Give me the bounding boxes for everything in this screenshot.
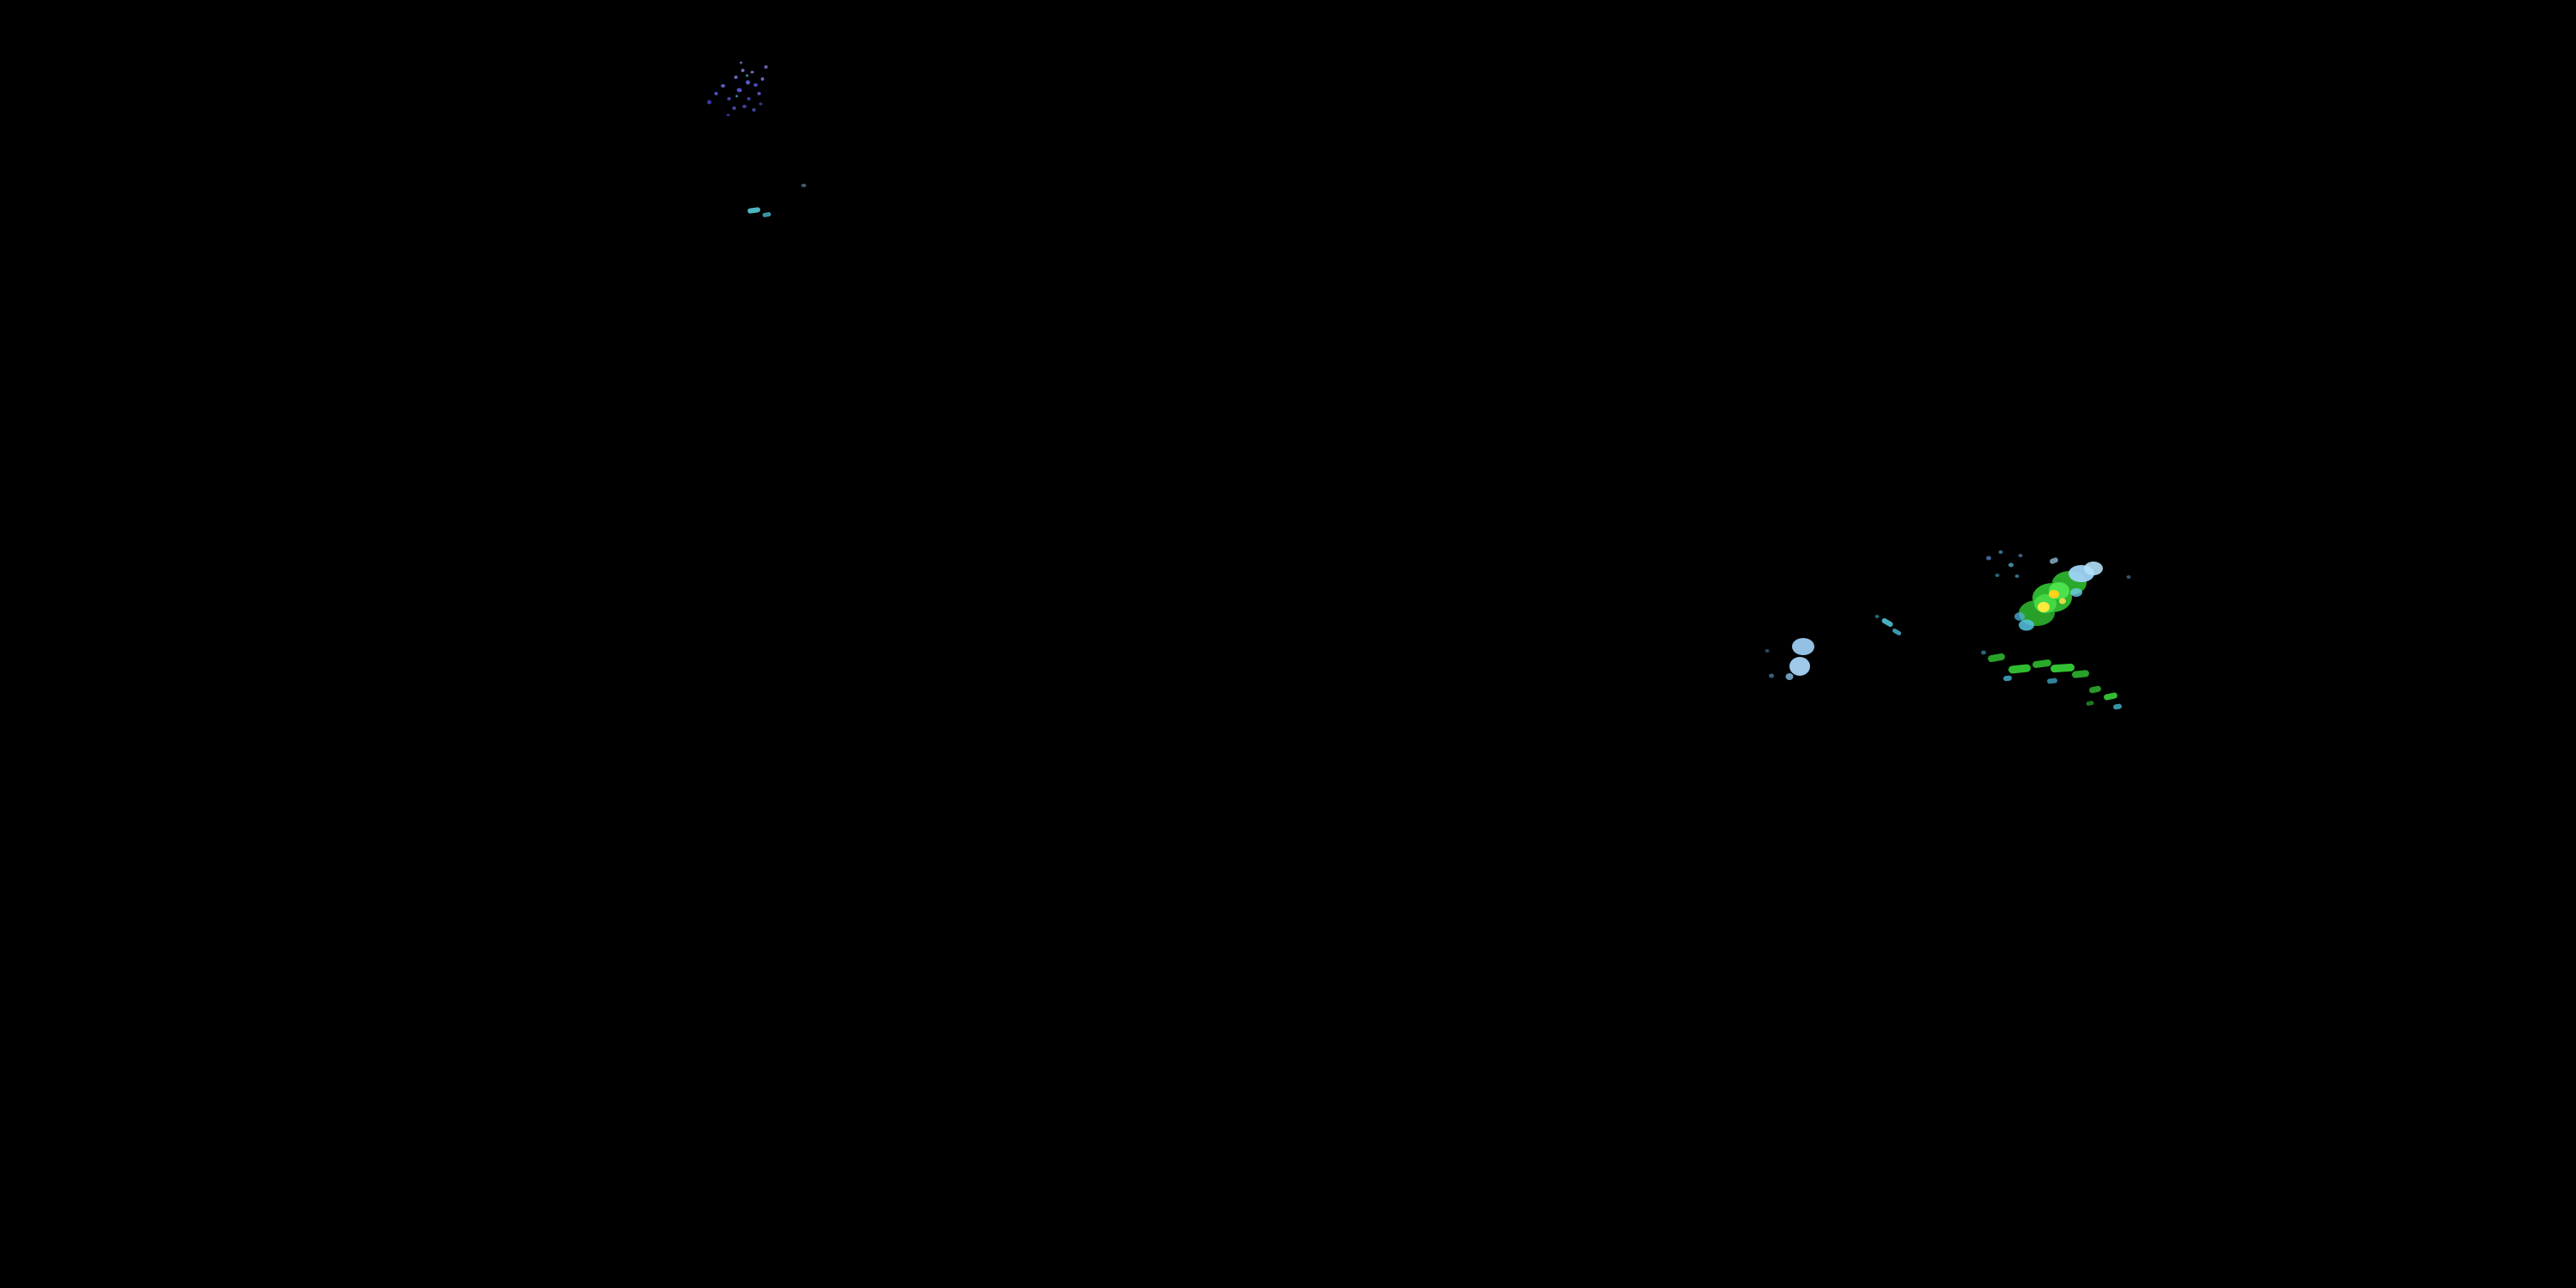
radar-cell [757, 92, 761, 95]
radar-cell [732, 106, 736, 110]
radar-cell [2104, 692, 2117, 701]
radar-cell [1881, 618, 1893, 627]
radar-cell [1769, 673, 1774, 678]
radar-cell [2018, 554, 2023, 557]
radar-cell [2014, 574, 2020, 578]
radar-cell [742, 105, 747, 108]
radar-cell [1874, 615, 1880, 618]
radar-cell [759, 102, 762, 106]
radar-cell [714, 92, 718, 95]
radar-cell [2049, 590, 2059, 598]
radar-cell [2014, 612, 2025, 621]
radar-cell [753, 83, 758, 87]
blue-cell-pair [1765, 638, 1814, 680]
radar-cell [739, 61, 743, 64]
radar-cell [2050, 663, 2075, 673]
radar-cell [750, 70, 754, 74]
radar-cell [2084, 562, 2103, 575]
radar-cell [2008, 664, 2031, 674]
radar-cell [1789, 657, 1810, 676]
radar-cell [2070, 588, 2082, 597]
radar-cell [745, 74, 749, 77]
radar-cell [752, 108, 756, 112]
radar-cell [737, 88, 742, 93]
radar-cell [734, 76, 738, 79]
radar-cell [1998, 550, 2003, 554]
main-storm-cell [1986, 550, 2131, 631]
radar-cell [2032, 659, 2051, 668]
radar-cell [2038, 602, 2050, 612]
radar-cell [1981, 650, 1986, 655]
radar-cell [747, 97, 750, 100]
radar-cell [2008, 562, 2014, 568]
radar-cell [726, 113, 730, 117]
radar-cell [745, 80, 750, 85]
radar-cell [801, 184, 806, 187]
radar-cell [764, 65, 768, 69]
radar-cell [727, 97, 731, 100]
radar-cell [2003, 675, 2012, 682]
radar-cell [1988, 653, 2005, 663]
radar-cell [1995, 574, 2000, 577]
radar-cell [2047, 677, 2057, 684]
radar-cell [720, 84, 726, 88]
radar-cell [2072, 670, 2089, 678]
radar-cell [762, 212, 771, 217]
radar-cell [2019, 619, 2034, 631]
radar-cell [707, 100, 712, 105]
radar-cell [2086, 701, 2094, 706]
cyan-dash-west [747, 184, 806, 217]
radar-cell [2059, 598, 2066, 605]
radar-cell [735, 94, 738, 98]
radar-cell [1765, 649, 1770, 653]
radar-cell [2089, 685, 2101, 694]
radar-cell [2126, 575, 2131, 579]
radar-cell [1785, 673, 1794, 680]
speckle-cluster-northwest [707, 61, 768, 117]
radar-cell [761, 77, 764, 81]
scattered-cells-south [1981, 650, 2122, 710]
radar-cell [1892, 629, 1902, 635]
radar-cell [1986, 556, 1991, 561]
radar-cell [747, 207, 761, 214]
radar-cell [1792, 638, 1814, 655]
cyan-specks-mid [1874, 615, 1902, 635]
radar-cell [2113, 703, 2122, 710]
radar-cell [2050, 557, 2058, 564]
radar-cell [741, 69, 744, 72]
